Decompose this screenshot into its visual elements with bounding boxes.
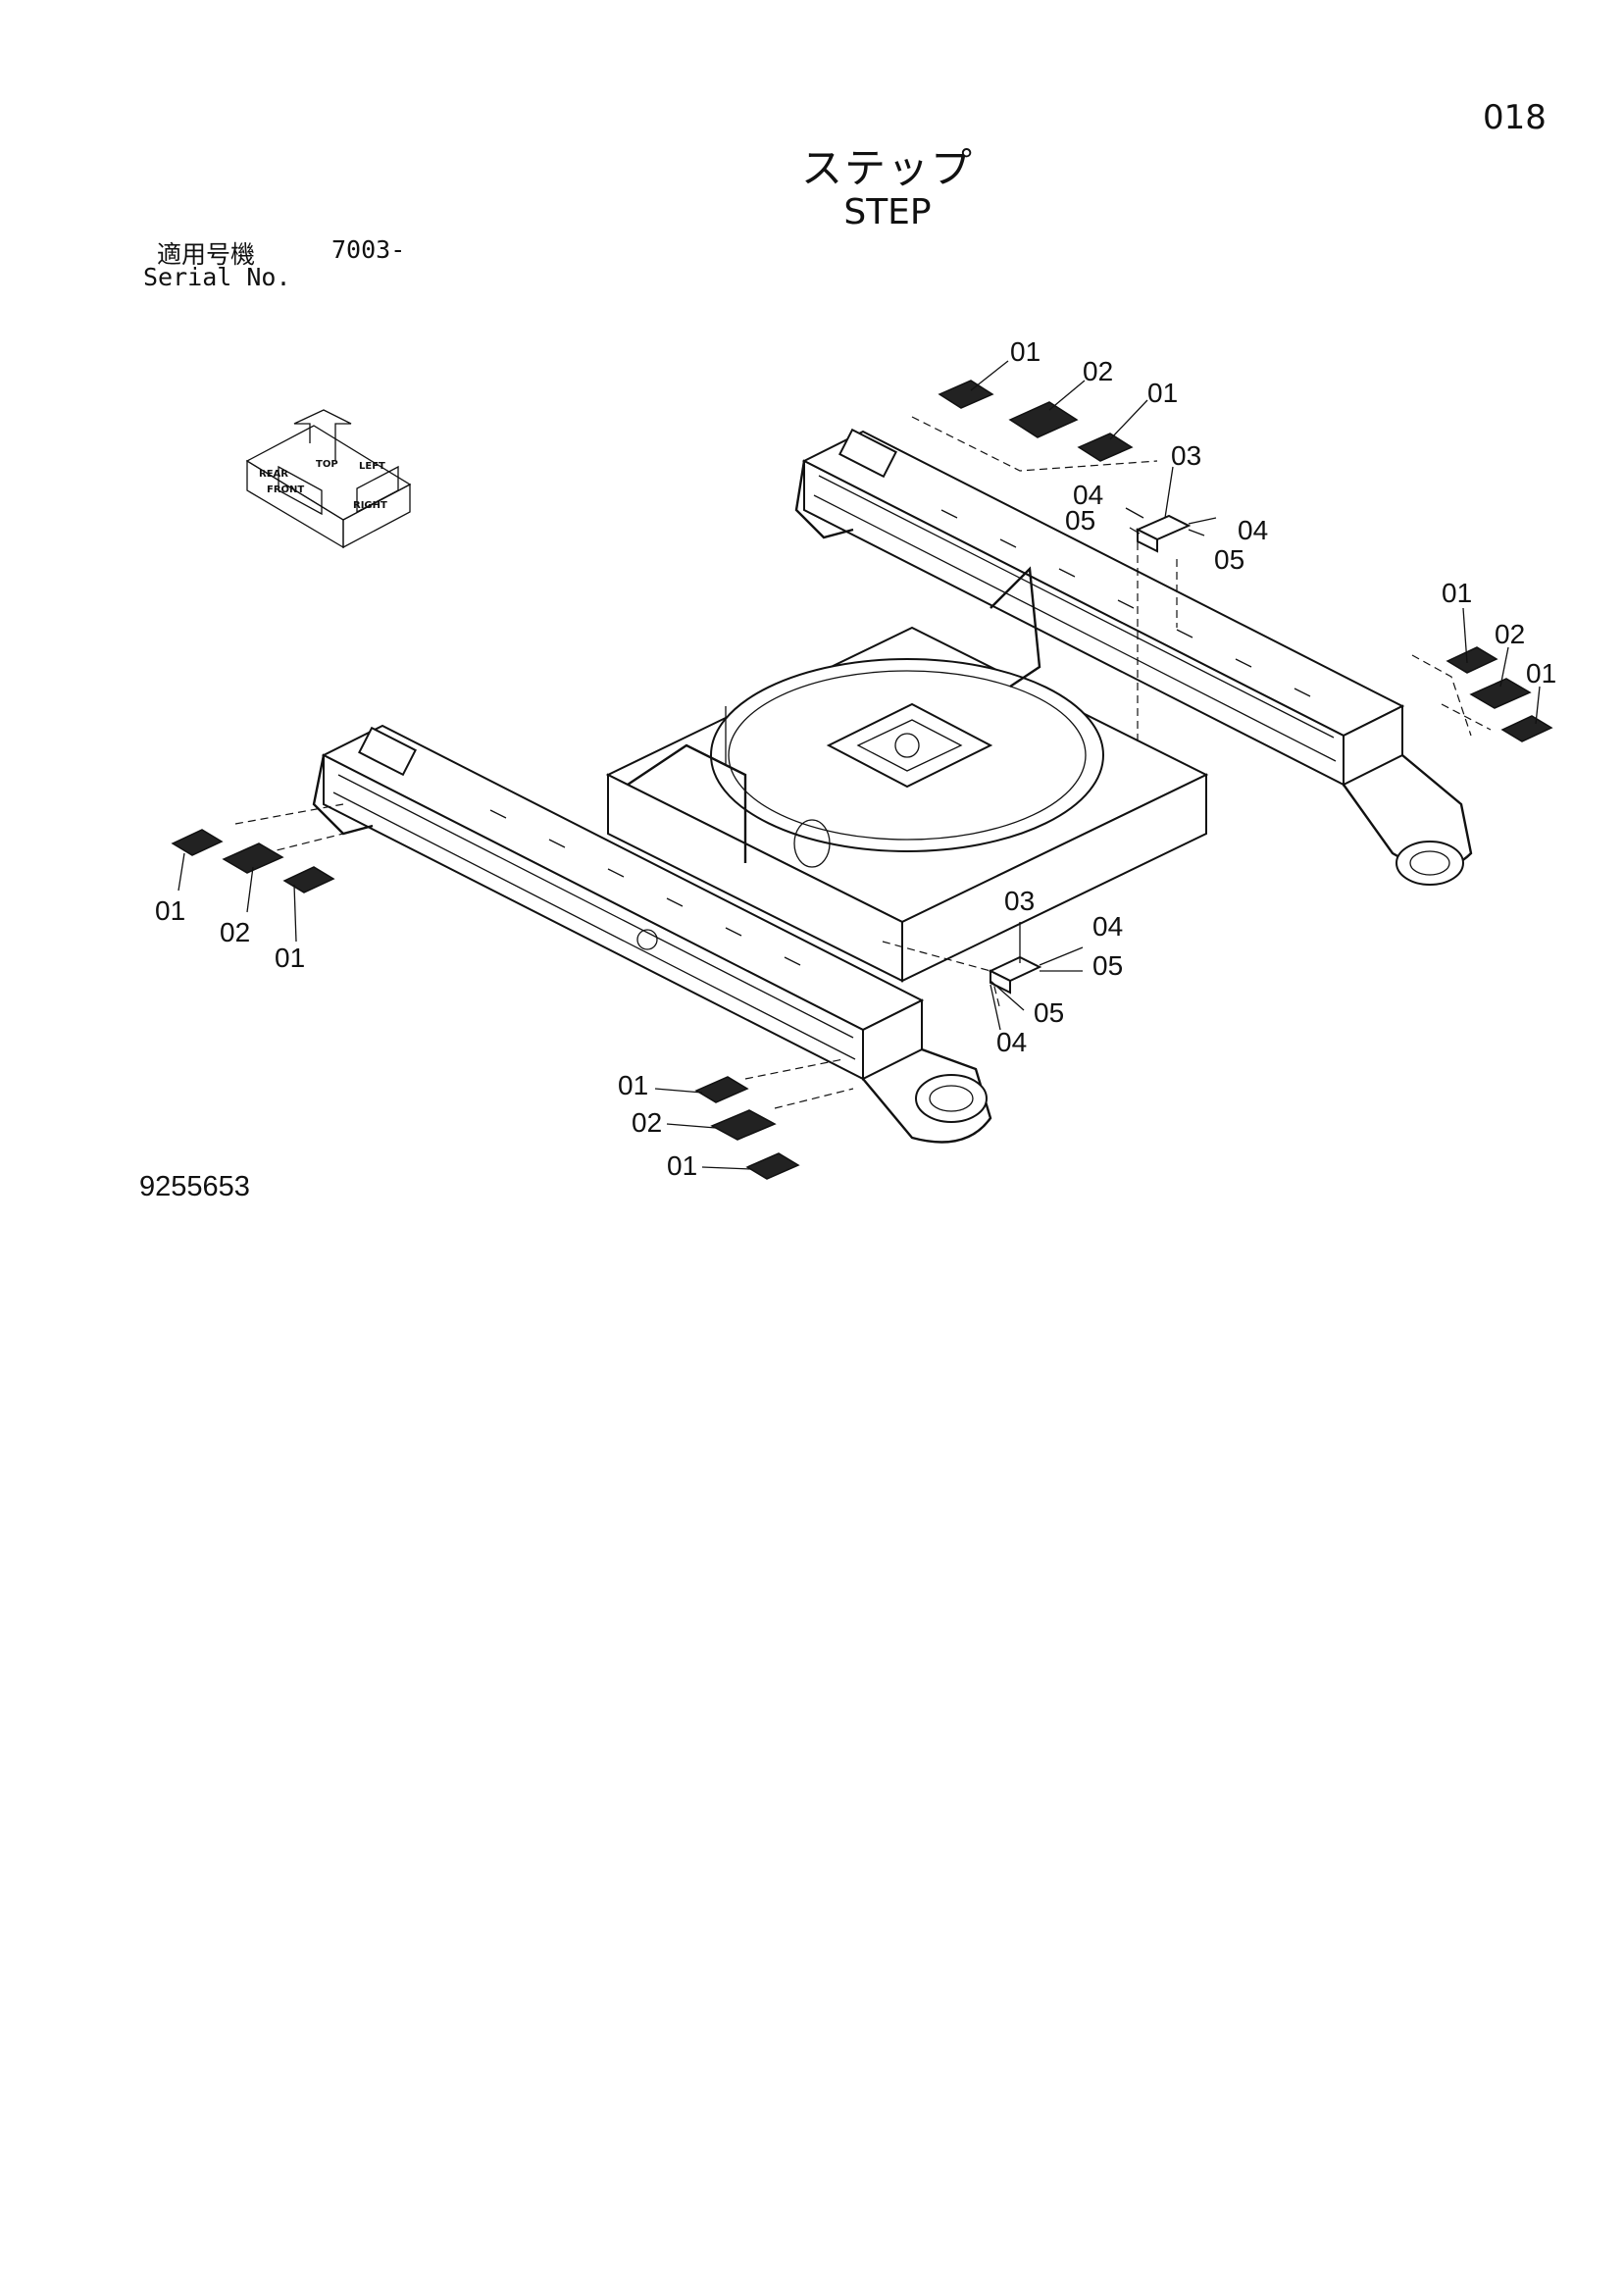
callout-rear-02: 02 <box>1495 619 1525 649</box>
callout-center-04a: 04 <box>1092 911 1123 942</box>
callout-left-01a: 01 <box>155 895 185 926</box>
page-title-japanese: ステップ <box>800 144 974 192</box>
orientation-label-left: LEFT <box>359 461 385 472</box>
callout-top-02: 02 <box>1083 356 1113 386</box>
callout-left-02: 02 <box>220 917 250 947</box>
bracket-center <box>988 955 1042 995</box>
bracket-top <box>1135 514 1192 553</box>
step-pad-group-top <box>938 380 1134 462</box>
callout-front-02: 02 <box>632 1107 662 1138</box>
orientation-cube-icon: FRONT TOP RIGHT REAR LEFT <box>245 409 412 549</box>
left-track-frame <box>312 724 992 1144</box>
callout-front-01b: 01 <box>667 1150 697 1181</box>
center-frame <box>605 566 1209 983</box>
callout-top-01b: 01 <box>1147 378 1178 408</box>
orientation-label-right: RIGHT <box>353 500 387 511</box>
page-number: 018 <box>1483 98 1547 137</box>
step-pad-group-front <box>694 1076 800 1180</box>
callout-bracket-04a: 04 <box>1073 480 1103 510</box>
callout-left-01b: 01 <box>275 943 305 973</box>
serial-label-english: Serial No. <box>143 263 291 291</box>
leader-lines <box>234 416 1492 1109</box>
orientation-label-rear: REAR <box>259 469 288 480</box>
callout-center-05a: 05 <box>1092 950 1123 981</box>
drawing-number: 9255653 <box>139 1171 250 1202</box>
step-pad-group-left <box>171 829 335 893</box>
callout-rear-01a: 01 <box>1442 578 1472 608</box>
callout-center-05b: 05 <box>1034 997 1064 1028</box>
callout-bracket-05a: 05 <box>1065 505 1095 536</box>
callout-bracket-05b: 05 <box>1214 544 1244 575</box>
step-pad-group-right <box>1446 646 1553 742</box>
callout-rear-01b: 01 <box>1526 658 1556 689</box>
callout-top-01a: 01 <box>1010 336 1040 367</box>
callout-center-03: 03 <box>1004 886 1035 916</box>
serial-label-japanese: 適用号機 <box>157 240 256 269</box>
serial-value: 7003- <box>331 235 406 264</box>
right-track-frame <box>794 428 1473 886</box>
callout-bracket-04b: 04 <box>1238 515 1268 545</box>
callout-leaders <box>178 360 1541 1170</box>
page-title-english: STEP <box>843 192 932 232</box>
callout-center-04b: 04 <box>996 1027 1027 1057</box>
orientation-label-top: TOP <box>316 459 338 470</box>
callout-bracket-03: 03 <box>1171 440 1201 471</box>
callout-front-01a: 01 <box>618 1070 648 1100</box>
orientation-label-front: FRONT <box>267 485 304 495</box>
